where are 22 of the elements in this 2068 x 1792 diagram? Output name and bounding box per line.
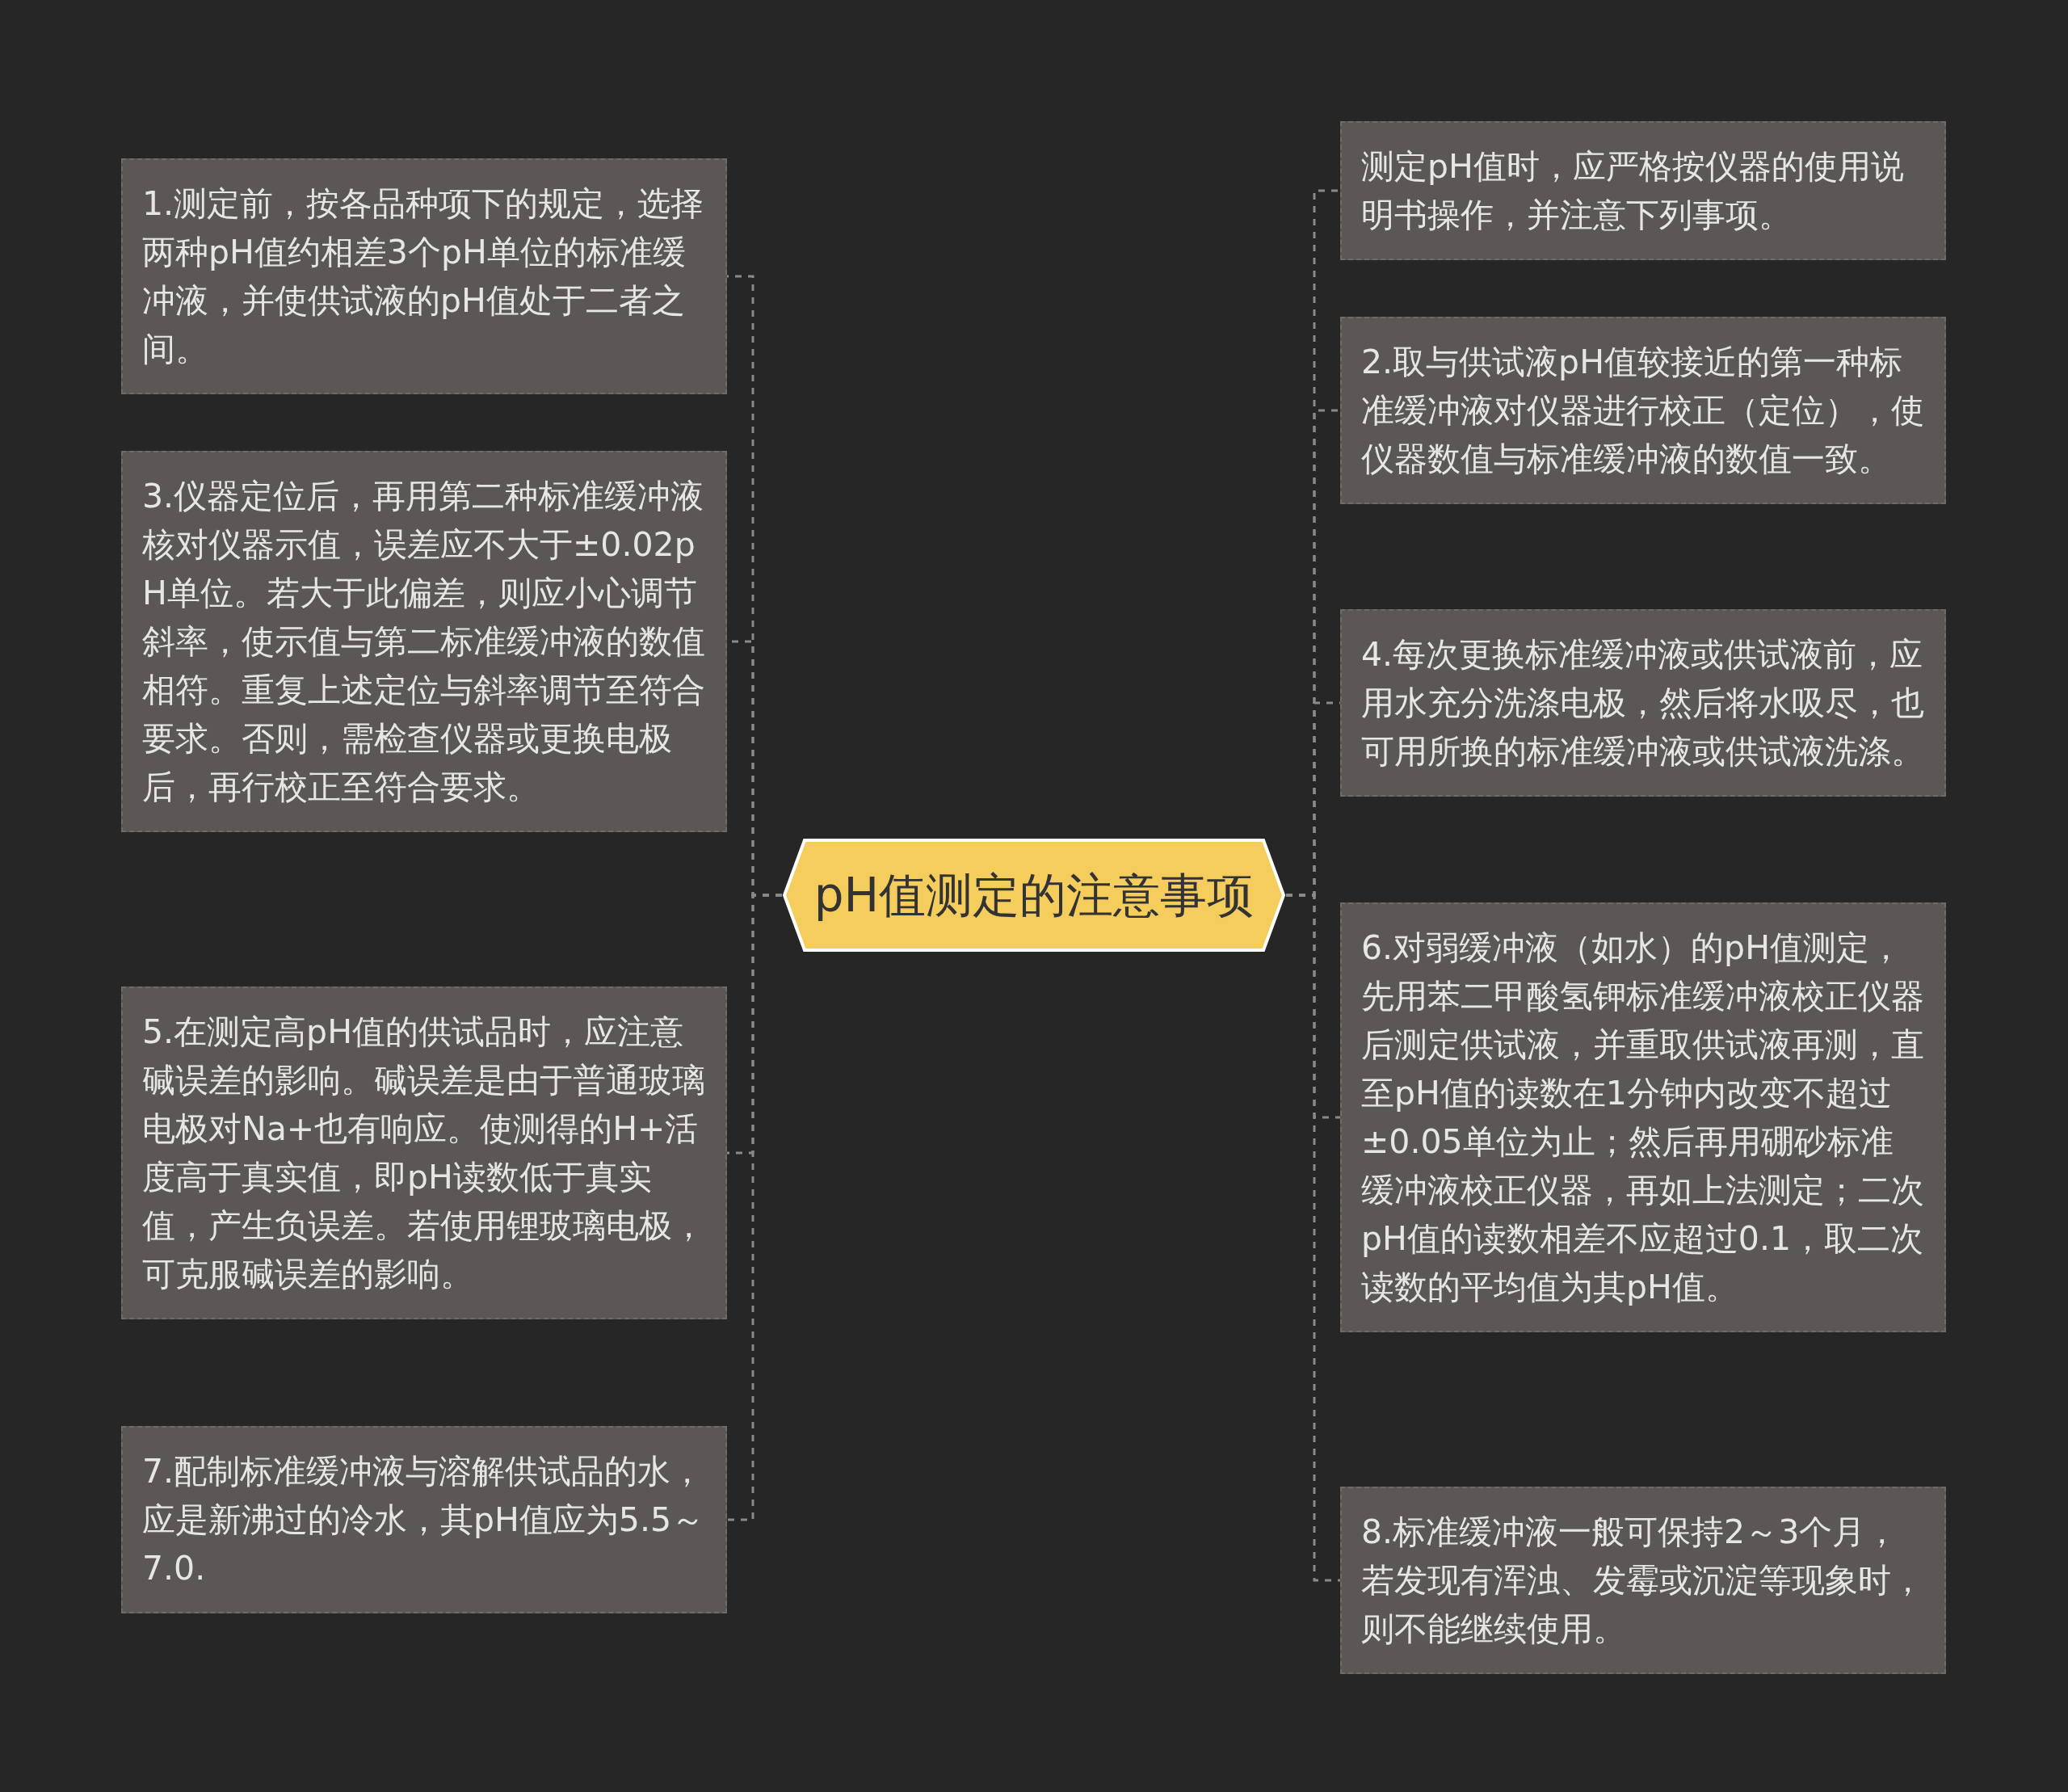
note-card [121, 986, 727, 1319]
note-card [1340, 121, 1946, 260]
note-card [121, 1426, 727, 1613]
connector [1286, 894, 1340, 1582]
note-card [121, 451, 727, 832]
note-card [1340, 902, 1946, 1332]
note-text: 3.仪器定位后，再用第二种标准缓冲液核对仪器示值，误差应不大于±0.02pH单位。若大于此偏差，则应小心调节斜率，使示值与第二标准缓冲液的数值相符。重复上述定位与斜率调节至符合要求。否则，需检查仪器或更换电极后，再行校正至符合要求。 [142, 476, 706, 808]
note-card [1340, 609, 1946, 797]
topic-title: pH值测定的注意事项 [813, 866, 1255, 924]
note-card [121, 158, 727, 394]
note-text: 5.在测定高pH值的供试品时，应注意碱误差的影响。碱误差是由于普通玻璃电极对Na+也有响应。使测得的H+活度高于真实值，即pH读数低于真实值，产生负误差。若使用锂玻璃电极，可克服碱误差的影响。 [142, 1012, 706, 1295]
connector [727, 894, 782, 1521]
note-text: 2.取与供试液pH值较接近的第一种标准缓冲液对仪器进行校正（定位），使仪器数值与标准缓冲液的数值一致。 [1361, 342, 1925, 480]
note-text: 7.配制标准缓冲液与溶解供试品的水，应是新沸过的冷水，其pH值应为5.5～7.0. [142, 1451, 706, 1589]
note-text: 测定pH值时，应严格按仪器的使用说明书操作，并注意下列事项。 [1361, 146, 1905, 236]
topic-hexagon [782, 838, 1286, 953]
note-card [1340, 317, 1946, 504]
note-text: 6.对弱缓冲液（如水）的pH值测定，先用苯二甲酸氢钾标准缓冲液校正仪器后测定供试液，并重取供试液再测，直至pH值的读数在1分钟内改变不超过±0.05单位为止；然后再用硼砂标准缓冲液校正仪器，再如上法测定；二次pH值的读数相差不应超过0.1，取二次读数的平均值为其pH值。 [1361, 928, 1925, 1308]
note-card [1340, 1487, 1946, 1674]
note-text: 8.标准缓冲液一般可保持2～3个月，若发现有浑浊、发霉或沉淀等现象时，则不能继续使用。 [1361, 1512, 1925, 1650]
note-text: 1.测定前，按各品种项下的规定，选择两种pH值约相差3个pH单位的标准缓冲液，并使供试液的pH值处于二者之间。 [142, 183, 705, 370]
note-text: 4.每次更换标准缓冲液或供试液前，应用水充分洗涤电极，然后将水吸尽，也可用所换的标准缓冲液或供试液洗涤。 [1361, 634, 1925, 772]
